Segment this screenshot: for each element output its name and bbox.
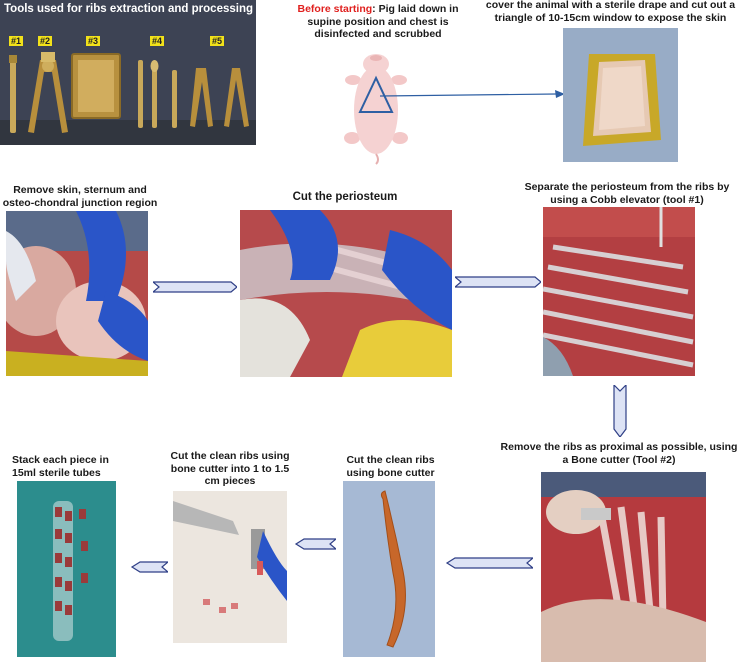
tool-label-3: #3	[86, 36, 101, 46]
cut-periosteum-photo	[240, 210, 452, 377]
arrow-left-1	[441, 556, 535, 570]
step-drape-caption: cover the animal with a sterile drape an…	[485, 0, 736, 24]
step-cut-periosteum-caption: Cut the periosteum	[292, 191, 398, 203]
before-starting-lead: Before starting	[297, 3, 373, 15]
stack-tubes-photo	[17, 481, 116, 657]
arrow-right-2	[453, 275, 542, 289]
separate-photo	[543, 207, 695, 376]
before-starting-text: : Pig laid down in supine position and c…	[307, 3, 459, 40]
tool-label-5: #5	[210, 36, 225, 46]
remove-skin-photo	[6, 211, 148, 376]
step-remove-skin-caption: Remove skin, sternum and osteo-chondral …	[2, 184, 158, 209]
connector-line	[379, 88, 565, 102]
before-starting-caption: Before starting: Pig laid down in supine…	[283, 3, 473, 41]
tool-label-4: #4	[150, 36, 165, 46]
cut-pieces-photo	[173, 491, 287, 643]
arrow-down	[612, 383, 628, 438]
step-separate-caption: Separate the periosteum from the ribs by…	[524, 181, 730, 206]
arrow-left-2	[290, 537, 338, 551]
arrow-left-3	[126, 560, 170, 574]
tool-label-1: #1	[9, 36, 24, 46]
remove-ribs-photo	[541, 472, 706, 662]
arrow-right-1	[151, 280, 238, 294]
step-remove-ribs-caption: Remove the ribs as proximal as possible,…	[500, 441, 738, 466]
cut-clean-photo	[343, 481, 435, 657]
tools-photo: Tools used for ribs extraction and proce…	[0, 0, 256, 145]
step-cut-pieces-caption: Cut the clean ribs using bone cutter int…	[170, 450, 290, 487]
tools-title: Tools used for ribs extraction and proce…	[4, 3, 254, 15]
tool-label-2: #2	[38, 36, 53, 46]
drape-photo	[563, 28, 678, 162]
pig-illustration	[330, 48, 422, 166]
step-cut-clean-caption: Cut the clean ribs using bone cutter	[346, 454, 435, 479]
step-stack-caption: Stack each piece in 15ml sterile tubes	[12, 454, 109, 479]
